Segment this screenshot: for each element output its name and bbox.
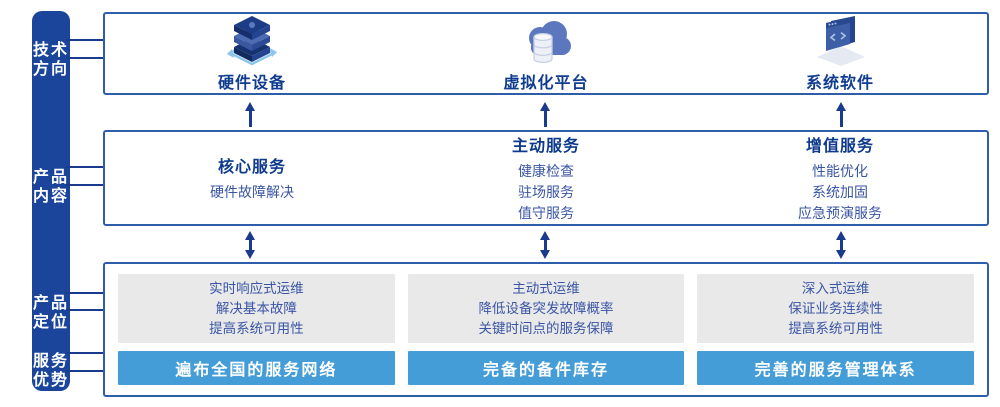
connector-line: [66, 309, 106, 311]
connector-line: [66, 39, 106, 41]
positioning-line: 保证业务连续性: [788, 300, 883, 316]
sidebar: 技术 方向 产品 内容 产品 定位 服务 优势: [32, 11, 70, 391]
sidebar-label-line: 内容: [32, 188, 69, 205]
tech-label-virtualization: 虚拟化平台: [503, 75, 589, 92]
positioning-line: 深入式运维: [801, 280, 870, 296]
content-column-core: 核心服务 硬件故障解决: [105, 132, 399, 224]
tech-label-hardware: 硬件设备: [217, 75, 286, 92]
positioning-advantage-box: 实时响应式运维 解决基本故障 提高系统可用性 遍布全国的服务网络 主动式运维 降…: [103, 262, 989, 397]
positioning-line: 降低设备突发故障概率: [478, 300, 614, 316]
service-heading: 核心服务: [217, 159, 286, 176]
connector-line: [66, 352, 106, 354]
positioning-line: 提高系统可用性: [209, 320, 304, 336]
service-item: 性能优化: [812, 163, 868, 179]
server-stack-icon: [223, 14, 281, 66]
sidebar-label-line: 技术: [32, 42, 69, 59]
sidebar-label-line: 产品: [32, 169, 69, 186]
service-item: 硬件故障解决: [210, 184, 294, 200]
sidebar-label-line: 产品: [32, 295, 69, 312]
double-arrow: [245, 231, 256, 259]
service-item: 系统加固: [812, 184, 868, 200]
product-content-box: 核心服务 硬件故障解决 主动服务 健康检查 驻场服务 值守服务 增值服务 性能优…: [103, 130, 989, 226]
positioning-panel: 主动式运维 降低设备突发故障概率 关键时间点的服务保障: [407, 274, 685, 343]
content-column-proactive: 主动服务 健康检查 驻场服务 值守服务: [399, 132, 693, 224]
connector-line: [66, 166, 106, 168]
double-arrow: [540, 231, 551, 259]
double-arrow: [835, 231, 846, 259]
positioning-line: 主动式运维: [512, 280, 580, 296]
sidebar-label-line: 优势: [32, 372, 69, 389]
sidebar-label-line: 定位: [32, 314, 69, 331]
up-arrow: [540, 102, 551, 127]
advantage-bar: 完备的备件库存: [407, 351, 685, 385]
tech-direction-box: 硬件设备: [103, 12, 989, 95]
advantage-bar: 遍布全国的服务网络: [118, 351, 395, 385]
sidebar-item-tech-direction: 技术 方向: [32, 41, 70, 79]
up-arrow: [245, 102, 256, 127]
up-arrow: [835, 102, 846, 127]
content-column-value-added: 增值服务 性能优化 系统加固 应急预演服务: [693, 132, 987, 224]
service-item: 驻场服务: [518, 184, 574, 200]
sidebar-item-product-positioning: 产品 定位: [32, 294, 70, 332]
arrow-row-bottom: [103, 231, 989, 259]
connector-line: [66, 184, 106, 186]
sidebar-item-service-advantage: 服务 优势: [32, 352, 70, 390]
bottom-column-2: 主动式运维 降低设备突发故障概率 关键时间点的服务保障 完备的备件库存: [407, 274, 685, 385]
positioning-line: 解决基本故障: [215, 300, 297, 316]
positioning-line: 关键时间点的服务保障: [478, 320, 614, 336]
advantage-bar: 完善的服务管理体系: [697, 351, 975, 385]
tech-label-software: 系统软件: [805, 75, 874, 92]
software-window-icon: [811, 14, 869, 66]
sidebar-label-line: 方向: [32, 61, 69, 78]
positioning-panel: 深入式运维 保证业务连续性 提高系统可用性: [697, 274, 975, 343]
bottom-column-3: 深入式运维 保证业务连续性 提高系统可用性 完善的服务管理体系: [697, 274, 975, 385]
tech-column-virtualization: 虚拟化平台: [399, 14, 693, 93]
connector-line: [66, 292, 106, 294]
sidebar-item-product-content: 产品 内容: [32, 168, 70, 206]
tech-column-hardware: 硬件设备: [105, 14, 399, 93]
service-item: 健康检查: [518, 163, 574, 179]
sidebar-label-line: 服务: [32, 353, 69, 370]
tech-column-software: 系统软件: [693, 14, 987, 93]
connector-line: [66, 57, 106, 59]
positioning-line: 实时响应式运维: [209, 280, 304, 296]
service-item: 值守服务: [518, 205, 574, 221]
arrow-row-top: [103, 101, 989, 128]
service-heading: 主动服务: [511, 138, 580, 155]
service-item: 应急预演服务: [798, 205, 882, 221]
connector-line: [66, 370, 106, 372]
positioning-panel: 实时响应式运维 解决基本故障 提高系统可用性: [118, 274, 395, 343]
positioning-line: 提高系统可用性: [788, 320, 883, 336]
bottom-column-1: 实时响应式运维 解决基本故障 提高系统可用性 遍布全国的服务网络: [118, 274, 395, 385]
cloud-database-icon: [517, 14, 575, 66]
service-heading: 增值服务: [805, 138, 874, 155]
